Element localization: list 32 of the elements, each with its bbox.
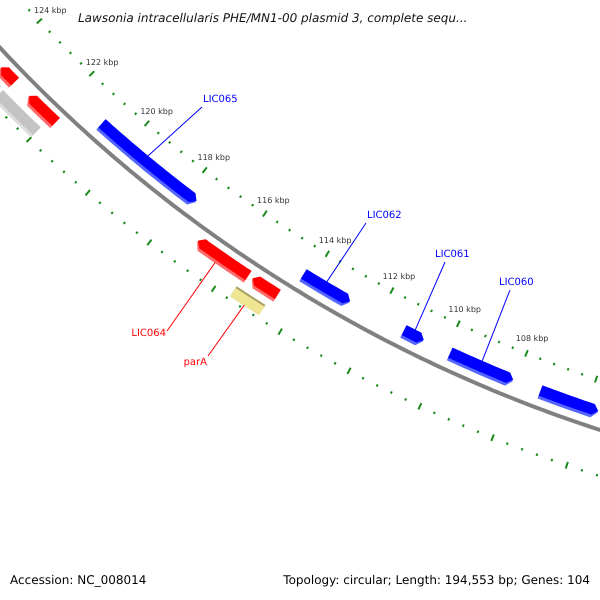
leader-line [166, 262, 216, 332]
leader-line [326, 222, 366, 282]
gene-label: LIC062 [367, 210, 402, 222]
gene-label: LIC060 [499, 277, 534, 289]
gene-block [96, 119, 196, 204]
gene-label: parA [184, 357, 207, 369]
tick-label: 120 kbp [140, 107, 173, 118]
gene-block [446, 348, 514, 386]
gene-label: LIC065 [203, 94, 238, 106]
gene-block [27, 96, 60, 128]
gene-block [0, 67, 19, 88]
accession-text: Accession: NC_008014 [10, 573, 146, 588]
leader-line [482, 290, 510, 362]
gene-block [400, 325, 424, 346]
gene-block [538, 385, 598, 418]
leader-line [147, 106, 202, 156]
tick-label: 110 kbp [448, 305, 481, 316]
tick-label: 118 kbp [197, 153, 230, 164]
tick-label: 112 kbp [382, 272, 416, 282]
tick-label: 116 kbp [257, 196, 290, 206]
gene-label: LIC061 [435, 249, 470, 261]
gene-block [299, 269, 350, 306]
tick-label: 122 kbp [86, 58, 118, 68]
tick-label: 124 kbp [34, 6, 67, 16]
tick-label: 108 kbp [516, 334, 548, 344]
leader-line [414, 262, 446, 330]
plasmid-title: Lawsonia intracellularis PHE/MN1-00 plasmid 3, complete sequ... [78, 10, 468, 26]
gene-label: LIC064 [131, 328, 166, 340]
tick-label: 114 kbp [318, 236, 352, 246]
topology-text: Topology: circular; Length: 194,553 bp; Genes: 104 [283, 573, 590, 588]
gene-block [197, 239, 252, 283]
gene-block [252, 276, 281, 302]
